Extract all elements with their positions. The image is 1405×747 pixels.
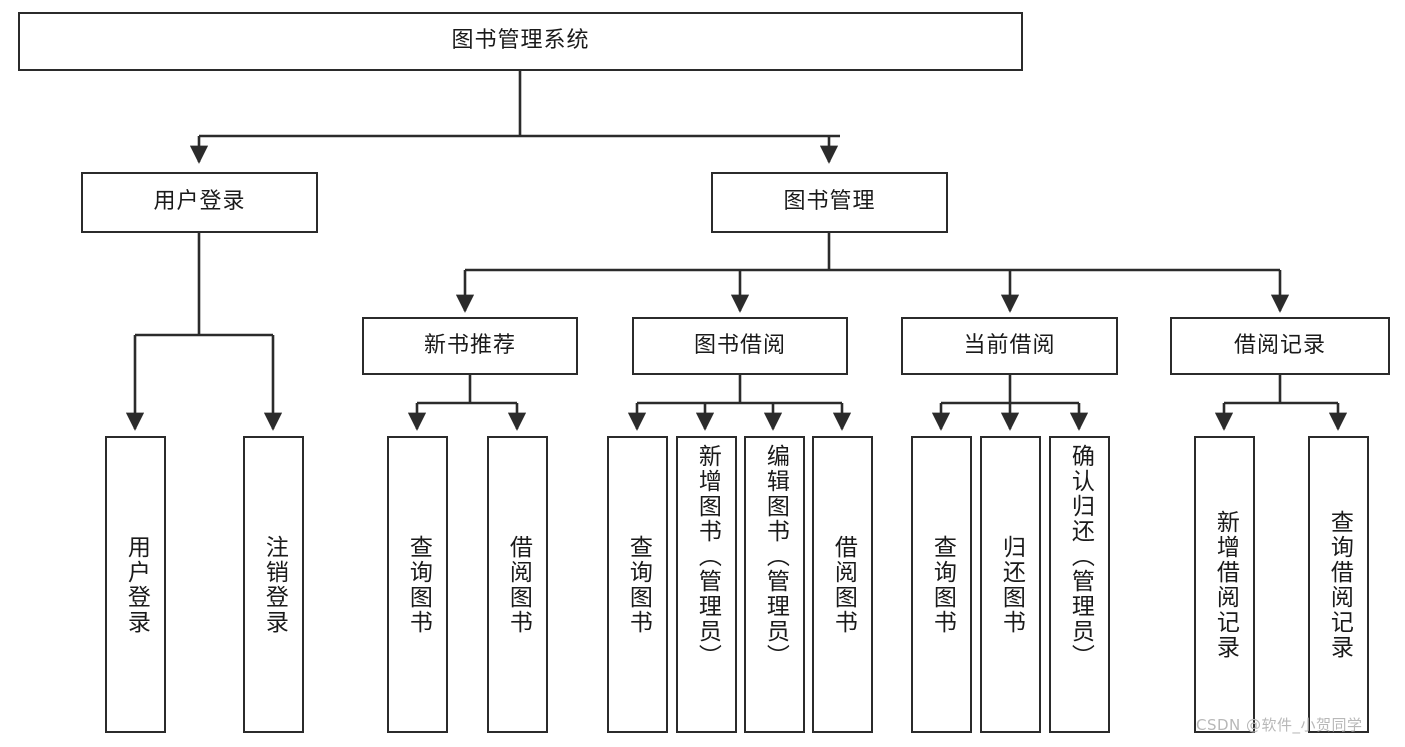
node-label: 用户登录 [153, 189, 246, 215]
node-label: 查询图书 [625, 534, 652, 635]
leaf-query-book-borrow[interactable]: 查询图书 [607, 436, 668, 733]
watermark: CSDN @软件_小贺同学 [1196, 716, 1363, 734]
node-label: 新书推荐 [423, 332, 516, 358]
node-label: 归还图书 [998, 534, 1025, 635]
leaf-borrow-book-recommend[interactable]: 借阅图书 [487, 436, 548, 733]
node-label: 新增借阅记录 [1212, 509, 1239, 660]
leaf-user-login[interactable]: 用户登录 [105, 436, 166, 733]
node-label: 当前借阅 [963, 332, 1056, 358]
leaf-edit-book-admin[interactable]: 编辑图书（管理员） [744, 436, 805, 733]
node-current-borrow[interactable]: 当前借阅 [901, 317, 1118, 375]
node-label: 查询借阅记录 [1326, 509, 1353, 660]
node-label: 查询图书 [929, 534, 956, 635]
leaf-query-borrow-record[interactable]: 查询借阅记录 [1308, 436, 1369, 733]
node-book-management[interactable]: 图书管理 [711, 172, 948, 233]
leaf-query-book-recommend[interactable]: 查询图书 [387, 436, 448, 733]
node-new-book-recommend[interactable]: 新书推荐 [362, 317, 578, 375]
node-label: 查询图书 [405, 534, 432, 635]
node-label: 图书管理系统 [451, 28, 590, 54]
leaf-borrow-book[interactable]: 借阅图书 [812, 436, 873, 733]
leaf-add-book-admin[interactable]: 新增图书（管理员） [676, 436, 737, 733]
node-label: 图书借阅 [693, 332, 786, 358]
node-label: 借阅图书 [505, 534, 532, 635]
node-label: 注销登录 [261, 534, 288, 635]
node-label: 借阅图书 [830, 534, 857, 635]
node-root-system[interactable]: 图书管理系统 [18, 12, 1023, 71]
node-borrow-record[interactable]: 借阅记录 [1170, 317, 1390, 375]
node-label: 编辑图书（管理员） [762, 444, 789, 669]
leaf-user-logout[interactable]: 注销登录 [243, 436, 304, 733]
node-label: 用户登录 [123, 534, 150, 635]
node-label: 确认归还（管理员） [1067, 444, 1094, 669]
node-label: 图书管理 [783, 189, 876, 215]
node-user-login[interactable]: 用户登录 [81, 172, 318, 233]
leaf-confirm-return-admin[interactable]: 确认归还（管理员） [1049, 436, 1110, 733]
node-book-borrow[interactable]: 图书借阅 [632, 317, 848, 375]
leaf-add-borrow-record[interactable]: 新增借阅记录 [1194, 436, 1255, 733]
node-label: 借阅记录 [1233, 332, 1326, 358]
node-label: 新增图书（管理员） [694, 444, 721, 669]
leaf-return-book[interactable]: 归还图书 [980, 436, 1041, 733]
leaf-query-book-current[interactable]: 查询图书 [911, 436, 972, 733]
